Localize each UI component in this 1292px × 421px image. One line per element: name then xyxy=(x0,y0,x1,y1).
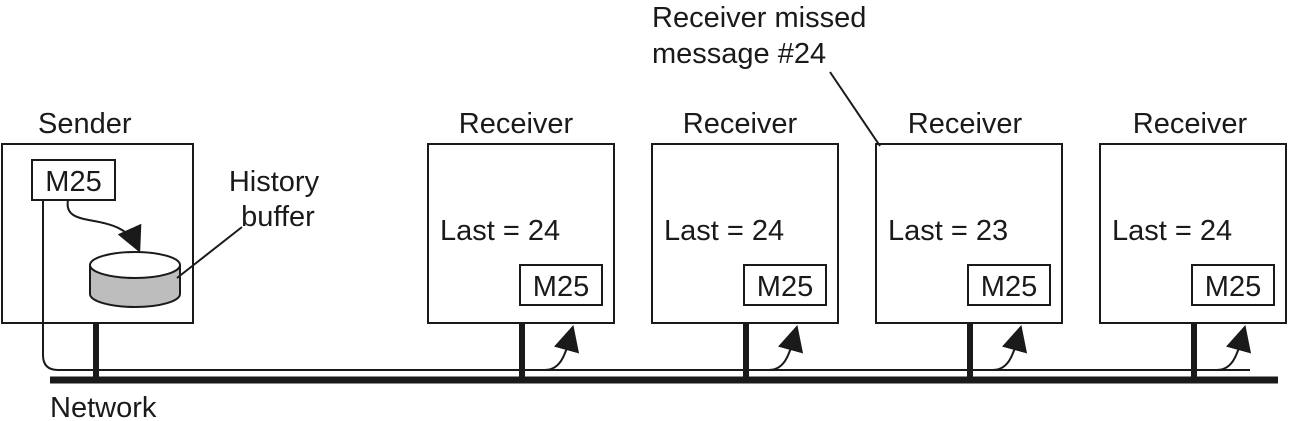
receiver-title: Receiver xyxy=(683,108,798,140)
receiver-node: Receiver Last = 24 M25 xyxy=(651,108,839,380)
missed-message-annotation: Receiver missed message #24 xyxy=(652,2,874,70)
receiver-title: Receiver xyxy=(459,108,574,140)
multicast-message-path xyxy=(42,200,1250,371)
receiver-message-box xyxy=(1191,264,1275,306)
receiver-last-value: Last = 23 xyxy=(888,215,1008,247)
receiver-message-box xyxy=(967,264,1051,306)
annotation-leader xyxy=(829,71,881,147)
network-label: Network xyxy=(50,392,157,421)
annotation-line1: Receiver missed xyxy=(652,2,866,34)
sender-message-box xyxy=(31,159,116,201)
delivery-arrow xyxy=(750,324,804,371)
history-buffer-label-line2: buffer xyxy=(241,201,315,233)
receiver-last-value: Last = 24 xyxy=(664,215,784,247)
receiver-message-label: M25 xyxy=(981,271,1037,303)
history-buffer-label-line1: History xyxy=(229,166,320,198)
receiver-message-box xyxy=(519,264,603,306)
receiver-message-box xyxy=(743,264,827,306)
receiver-title: Receiver xyxy=(1133,108,1248,140)
receiver-message-label: M25 xyxy=(757,271,813,303)
receiver-title: Receiver xyxy=(908,108,1023,140)
history-buffer-cylinder xyxy=(89,251,181,308)
receiver-node: Receiver Last = 24 M25 xyxy=(1099,108,1287,380)
history-buffer-leader xyxy=(176,226,243,279)
delivery-arrow xyxy=(974,324,1028,371)
history-buffer-label: History buffer xyxy=(229,166,327,233)
annotation-line2: message #24 xyxy=(652,38,826,70)
delivery-arrow xyxy=(1198,324,1252,371)
sender-node: Sender M25 History buffer xyxy=(1,108,327,380)
receiver-node: Receiver Last = 24 M25 xyxy=(427,108,615,380)
sender-title: Sender xyxy=(38,108,132,140)
delivery-arrow xyxy=(526,324,580,371)
receiver-node-missed: Receiver Last = 23 M25 xyxy=(875,108,1063,380)
receiver-last-value: Last = 24 xyxy=(440,215,560,247)
receiver-last-value: Last = 24 xyxy=(1112,215,1232,247)
receiver-message-label: M25 xyxy=(533,271,589,303)
sender-message-label: M25 xyxy=(45,166,101,198)
store-in-buffer-arrow xyxy=(66,199,142,253)
receiver-message-label: M25 xyxy=(1205,271,1261,303)
